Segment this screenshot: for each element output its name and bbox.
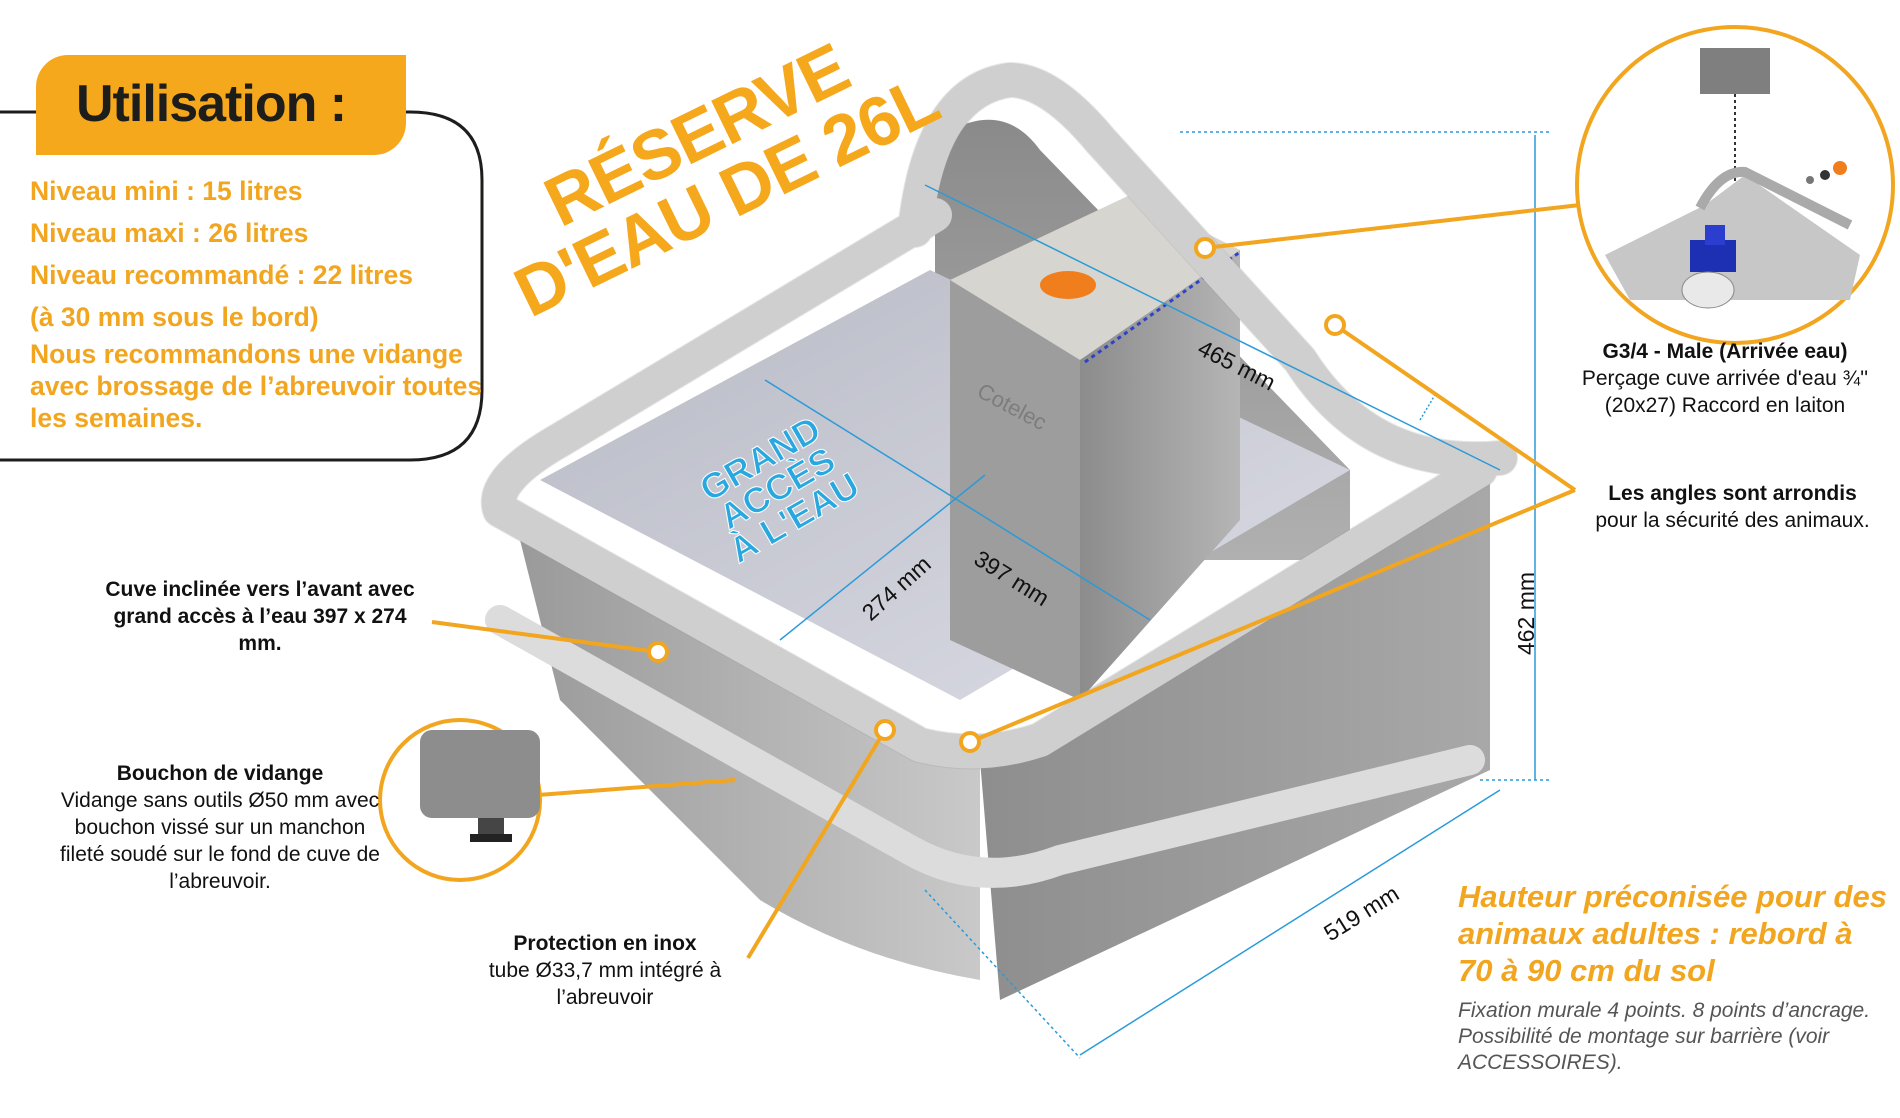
leader-raccord [1204, 203, 1581, 250]
dim-line-465 [924, 184, 1501, 471]
usage-lines: Niveau mini : 15 litres Niveau maxi : 26… [30, 170, 480, 338]
callout-protection-title: Protection en inox [513, 932, 697, 955]
leader-bouchon [537, 778, 736, 797]
zoom-raccord [1575, 25, 1895, 345]
callout-cuve-title: Cuve inclinée vers l’avant avec grand ac… [105, 578, 415, 655]
usage-line: (à 30 mm sous le bord) [30, 302, 319, 332]
usage-box-outline [0, 110, 484, 462]
usage-line: Niveau recommandé : 22 litres [30, 260, 413, 290]
leader-angles-2 [969, 488, 1576, 744]
float-cap [1040, 271, 1096, 299]
zoom-bouchon [378, 718, 542, 882]
marker-protection [874, 719, 896, 741]
usage-line: Niveau maxi : 26 litres [30, 218, 309, 248]
tube-frame [481, 63, 1517, 769]
usage-title-tab [36, 55, 406, 155]
callout-raccord-text: Perçage cuve arrivée d'eau ¾'' (20x27) R… [1581, 367, 1869, 417]
callout-bouchon-title: Bouchon de vidange [116, 762, 324, 785]
callout-cuve: Cuve inclinée vers l’avant avec grand ac… [100, 576, 420, 657]
usage-line: Niveau mini : 15 litres [30, 176, 303, 206]
callout-bouchon-text: Vidange sans outils Ø50 mm avec bouchon … [60, 789, 380, 893]
dim-line-397 [764, 379, 1151, 621]
height-advice-title: Hauteur préconisée pour des animaux adul… [1458, 879, 1887, 988]
callout-angles: Les angles sont arrondis pour la sécurit… [1570, 480, 1895, 534]
callout-angles-title: Les angles sont arrondis [1608, 482, 1857, 505]
tube-bottom [485, 605, 1485, 888]
dim-line-274 [779, 474, 986, 641]
dim-line-519 [1079, 789, 1501, 1056]
marker-raccord [1194, 237, 1216, 259]
fixation-note: Fixation murale 4 points. 8 points d’anc… [1458, 999, 1871, 1074]
marker-angles-2 [959, 731, 981, 753]
callout-raccord: G3/4 - Male (Arrivée eau) Perçage cuve a… [1560, 338, 1890, 419]
leader-protection [746, 728, 887, 960]
callout-protection: Protection en inox tube Ø33,7 mm intégré… [470, 930, 740, 1011]
callout-protection-text: tube Ø33,7 mm intégré à l’abreuvoir [488, 959, 722, 1009]
marker-angles-1 [1324, 314, 1346, 336]
tank-box-right [1080, 250, 1240, 700]
right-face [980, 470, 1490, 1000]
tank-box-left [950, 280, 1080, 700]
dim-label-462: 462 mm [1513, 571, 1540, 656]
callout-raccord-title: G3/4 - Male (Arrivée eau) [1602, 340, 1848, 363]
leader-cuve [431, 620, 659, 654]
marker-cuve [647, 641, 669, 663]
leader-angles-1 [1333, 323, 1577, 492]
usage-recommendation: Nous recommandons une vidange avec bross… [30, 339, 483, 433]
callout-bouchon: Bouchon de vidange Vidange sans outils Ø… [60, 760, 380, 895]
callout-angles-text: pour la sécurité des animaux. [1595, 509, 1870, 532]
usage-title: Utilisation : [76, 75, 347, 133]
